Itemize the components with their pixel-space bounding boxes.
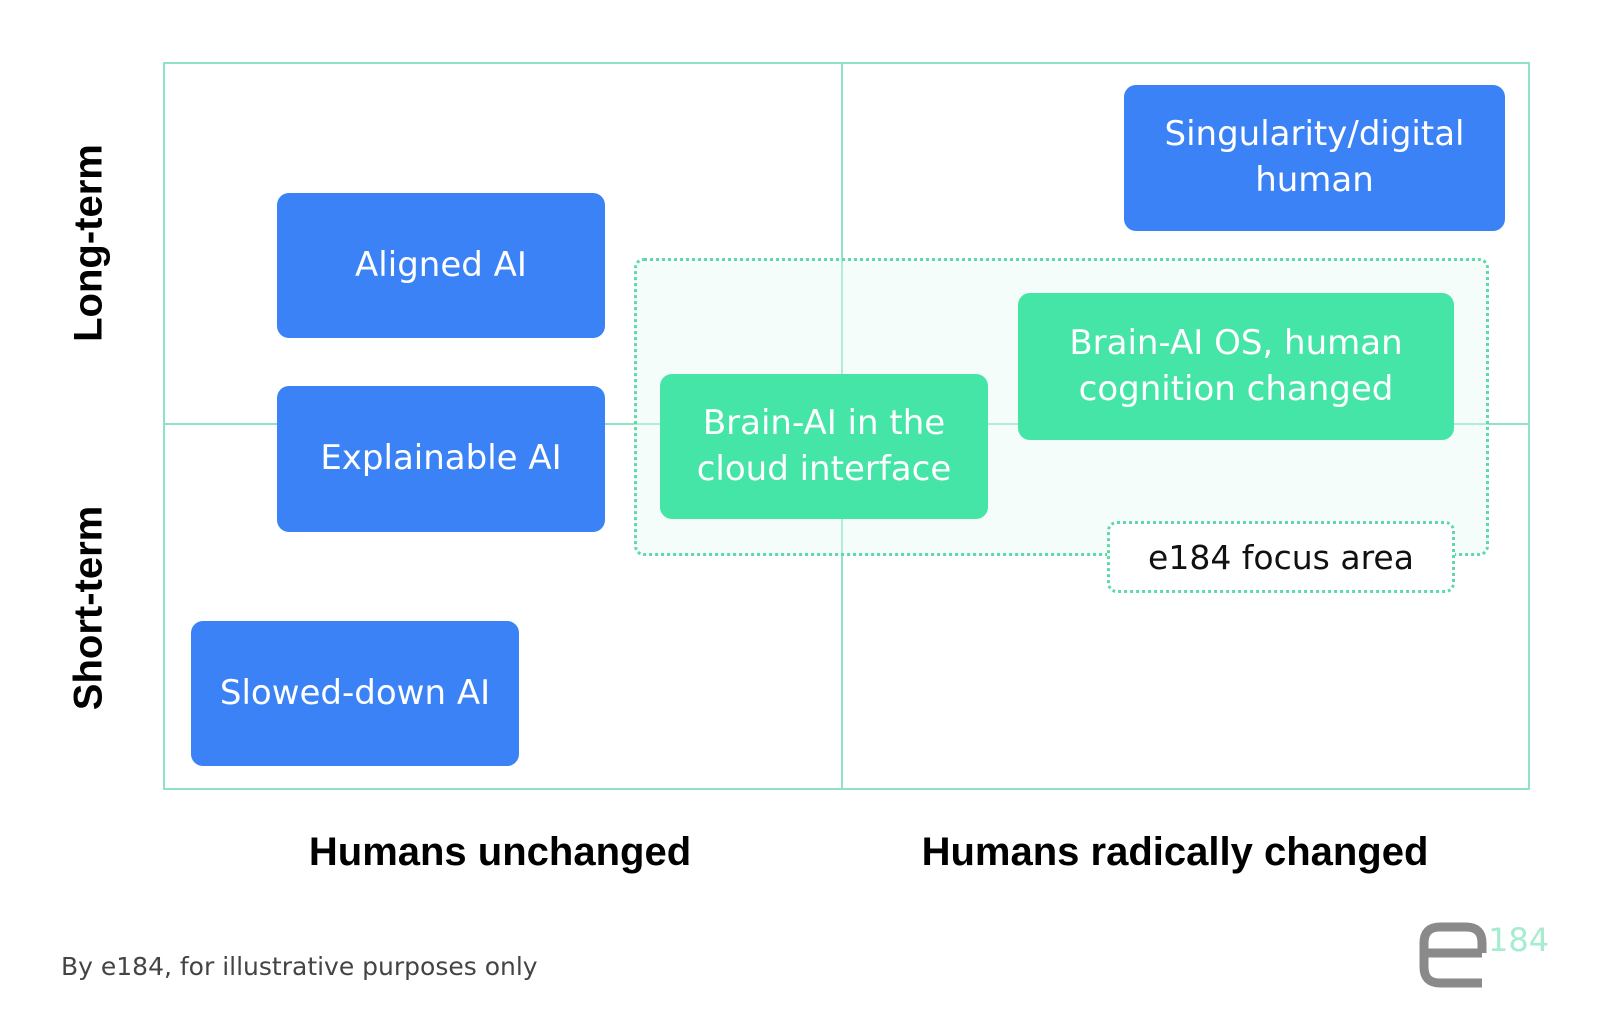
focus-area-label: e184 focus area (1107, 521, 1455, 593)
quadrant-frame (163, 62, 1530, 790)
box-brain-ai-os: Brain-AI OS, human cognition changed (1018, 293, 1454, 440)
box-explainable-ai: Explainable AI (277, 386, 605, 532)
e184-logo: 184 (1419, 921, 1549, 988)
box-brain-ai-cloud: Brain-AI in the cloud interface (660, 374, 988, 519)
x-axis-label-unchanged: Humans unchanged (308, 830, 692, 874)
box-singularity: Singularity/digital human (1124, 85, 1505, 231)
box-aligned-ai: Aligned AI (277, 193, 605, 338)
box-slowed-down-ai: Slowed-down AI (191, 621, 519, 766)
y-axis-label-long-term: Long-term (66, 144, 111, 342)
y-axis-label-short-term: Short-term (66, 505, 111, 711)
x-axis-label-radically-changed: Humans radically changed (921, 830, 1429, 874)
credit-text: By e184, for illustrative purposes only (61, 952, 538, 981)
svg-text:184: 184 (1488, 921, 1549, 959)
